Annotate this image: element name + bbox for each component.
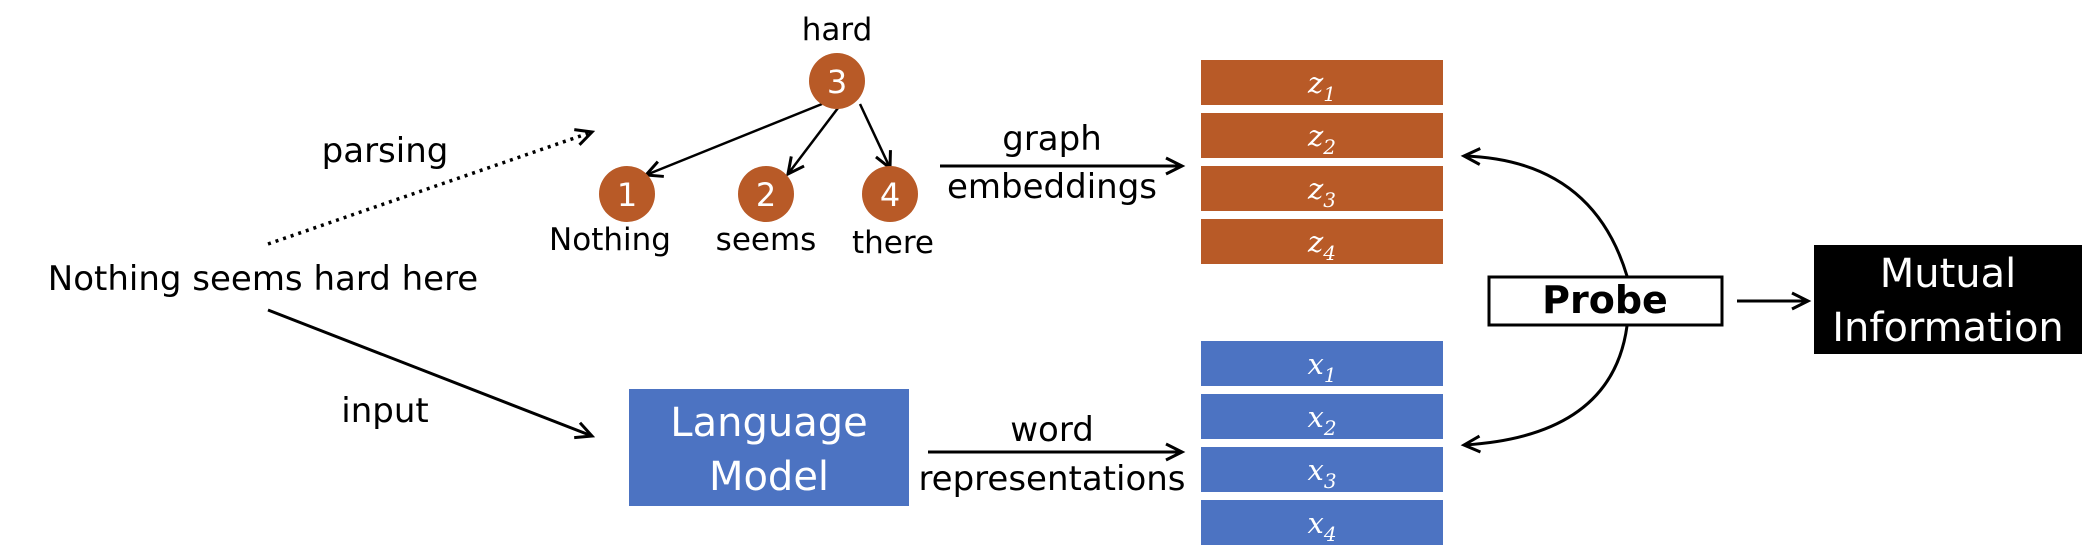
mutual-information-box: Mutual Information xyxy=(1814,245,2082,354)
svg-text:z2: z2 xyxy=(1307,119,1336,159)
graph-embedding-z3: z3 xyxy=(1201,166,1443,212)
svg-text:z3: z3 xyxy=(1307,172,1336,212)
word-representation-x1: x1 xyxy=(1201,341,1443,387)
mutual-information-line2: Information xyxy=(1832,305,2064,351)
svg-text:x4: x4 xyxy=(1307,506,1336,546)
probe-box: Probe xyxy=(1487,275,1724,327)
word-representation-x3: x3 xyxy=(1201,447,1443,493)
input-sentence: Nothing seems hard here xyxy=(48,259,478,299)
probe-to-graph-arrow xyxy=(1460,147,1629,277)
input-label: input xyxy=(341,391,428,431)
language-model-line2: Model xyxy=(709,454,829,500)
svg-text:x3: x3 xyxy=(1307,453,1336,493)
graph-embedding-z4: z4 xyxy=(1201,219,1443,265)
dependency-tree: 3 hard 1 Nothing 2 seems 4 there xyxy=(549,12,934,261)
parsing-arrow xyxy=(267,128,596,246)
tree-node-2-word: seems xyxy=(716,222,817,258)
word-representations-label-line1: word xyxy=(1010,410,1094,450)
tree-node-4 xyxy=(862,166,918,222)
tree-node-4-index: 4 xyxy=(880,176,900,214)
parsing-label: parsing xyxy=(322,131,449,171)
tree-node-2 xyxy=(738,166,794,222)
tree-node-2-index: 2 xyxy=(756,176,776,214)
graph-embeddings-label-line1: graph xyxy=(1002,119,1102,159)
graph-embedding-z2: z2 xyxy=(1201,113,1443,159)
svg-text:x1: x1 xyxy=(1307,347,1336,387)
graph-embeddings-label-line2: embeddings xyxy=(947,167,1157,207)
probe-to-word-arrow xyxy=(1460,325,1629,454)
svg-text:z1: z1 xyxy=(1307,66,1336,106)
language-model-line1: Language xyxy=(670,400,867,446)
tree-node-root-word: hard xyxy=(802,12,873,48)
word-representation-stack: x1 x2 x3 x4 xyxy=(1201,341,1443,546)
tree-node-root xyxy=(809,53,865,109)
svg-text:z4: z4 xyxy=(1307,225,1336,265)
tree-node-1-word: Nothing xyxy=(549,222,671,258)
tree-node-4-word: there xyxy=(852,225,934,261)
input-arrow xyxy=(267,308,596,440)
tree-node-1-index: 1 xyxy=(617,176,637,214)
tree-node-1 xyxy=(599,166,655,222)
mutual-information-line1: Mutual xyxy=(1880,251,2017,297)
tree-node-root-index: 3 xyxy=(827,63,847,101)
word-representations-label-line2: representations xyxy=(918,459,1185,499)
graph-embedding-stack: z1 z2 z3 z4 xyxy=(1201,60,1443,265)
probe-label: Probe xyxy=(1542,278,1668,322)
graph-embedding-z1: z1 xyxy=(1201,60,1443,106)
word-representation-x4: x4 xyxy=(1201,500,1443,546)
svg-text:x2: x2 xyxy=(1307,400,1336,440)
word-representation-x2: x2 xyxy=(1201,394,1443,440)
language-model-box: Language Model xyxy=(629,389,909,506)
